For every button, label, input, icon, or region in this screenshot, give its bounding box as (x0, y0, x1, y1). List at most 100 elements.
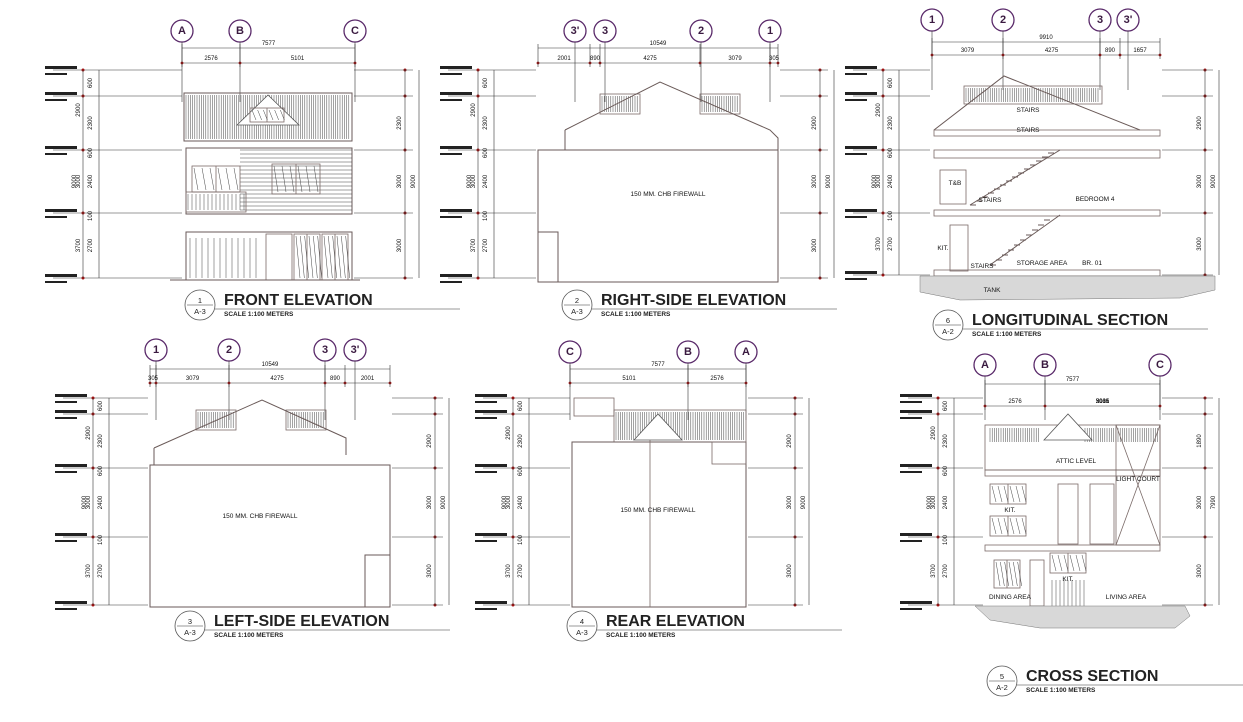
level-tag (55, 417, 77, 419)
garage-door (265, 233, 293, 281)
level-dimension: 3700 (931, 564, 937, 578)
level-tag (845, 153, 867, 155)
sheet-reference: A-3 (571, 307, 583, 316)
level-tag (900, 608, 922, 610)
grid-bubble-label: 3' (571, 25, 580, 37)
level-dimension: 2300 (943, 434, 949, 448)
level-dimension: 2400 (483, 174, 489, 188)
window-glazing (289, 165, 295, 193)
roof-strip (699, 93, 741, 115)
level-dimension: 100 (518, 534, 524, 545)
level-dimension: 2400 (98, 495, 104, 509)
level-dimension: 2300 (518, 434, 524, 448)
room-label: LIGHT COURT (1116, 476, 1160, 483)
firewall (537, 149, 779, 283)
window-glazing (305, 165, 311, 193)
level-dimension: 2700 (88, 238, 94, 252)
level-tag (845, 66, 877, 69)
slab (984, 469, 1161, 477)
level-tag (440, 209, 472, 212)
window-glazing (1021, 485, 1027, 503)
grid-bubble-label: A (742, 346, 750, 358)
window-glazing (281, 165, 287, 193)
level-tag (475, 464, 507, 467)
level-dimension: 600 (483, 147, 489, 158)
level-tag (475, 608, 497, 610)
window-glazing (257, 109, 262, 121)
front-elevation-body (170, 92, 360, 281)
room-label: KIT. (937, 245, 948, 252)
level-tag (475, 601, 507, 604)
segment-dimension: 2001 (361, 376, 375, 382)
level-tag (55, 401, 77, 403)
room-label: KIT. (1062, 576, 1073, 583)
roof-pitch (933, 75, 1141, 131)
drawing-scale: SCALE 1:100 METERS (214, 632, 284, 639)
level-dimension: 2700 (888, 237, 894, 251)
grid-bubble-label: B (1041, 359, 1049, 371)
level-dimension-right: 9000 (801, 495, 807, 509)
level-dimension-right: 3000 (787, 495, 793, 509)
ground-floor (185, 231, 353, 281)
grid-bubble-label: 2 (698, 25, 704, 37)
window-glazing (1063, 554, 1069, 572)
window-glazing (1069, 554, 1075, 572)
window-glazing (251, 109, 257, 121)
level-tag (45, 153, 67, 155)
firewall-step (364, 554, 391, 608)
grid-bubble-label: 3 (322, 344, 328, 356)
level-dimension: 2700 (518, 564, 524, 578)
drawing-scale: SCALE 1:100 METERS (606, 632, 676, 639)
level-dimension-right: 3000 (1197, 174, 1203, 188)
window-glazing (308, 235, 314, 279)
level-dimension: 3700 (876, 237, 882, 251)
gable-outline (564, 81, 779, 282)
window-glazing (1003, 485, 1009, 503)
right-side-elevation-body: 150 MM. CHB FIREWALL (537, 81, 779, 283)
grid-bubble-label: 1 (153, 344, 159, 356)
level-tag (900, 601, 932, 604)
level-dimension-right: 7990 (1211, 495, 1217, 509)
level-tag (900, 401, 922, 403)
level-tag (45, 66, 77, 69)
level-dimension: 3000 (86, 495, 92, 509)
level-tag (845, 146, 877, 149)
room-label: LIVING AREA (1106, 594, 1147, 601)
window-glazing (295, 235, 301, 279)
level-tag (55, 601, 87, 604)
grid-bubble-label: 3' (351, 344, 360, 356)
door (1057, 483, 1079, 545)
level-dimension: 600 (943, 400, 949, 411)
level-tag (900, 540, 922, 542)
level-dimension: 2700 (943, 564, 949, 578)
window-glazing (201, 167, 207, 191)
drawing-number: 3 (188, 617, 192, 626)
level-dimension: 2400 (888, 174, 894, 188)
level-tag (440, 73, 462, 75)
level-dimension: 3000 (506, 495, 512, 509)
window-glazing (297, 165, 303, 193)
level-tag (845, 278, 867, 280)
level-dimension-right: 3000 (427, 564, 433, 578)
level-tag (440, 274, 472, 277)
window-glazing (268, 109, 274, 121)
roof-strip (285, 409, 327, 431)
level-dimension: 9000 (872, 174, 878, 188)
level-dimension: 2900 (506, 426, 512, 440)
firewall-top (153, 448, 390, 466)
level-dimension-right: 3000 (427, 495, 433, 509)
light-court-cross (1115, 424, 1161, 546)
window-glazing (1075, 554, 1081, 572)
level-dimension: 600 (888, 77, 894, 88)
door (949, 224, 969, 272)
stair-stringer (989, 214, 1061, 266)
window-glazing (1000, 561, 1005, 587)
level-tag (845, 271, 877, 274)
window-glazing (997, 485, 1003, 503)
level-dimension-right: 2900 (787, 434, 793, 448)
segment-dimension: 305 (148, 376, 159, 382)
level-dimension: 3700 (506, 564, 512, 578)
level-tag (845, 73, 867, 75)
level-dimension: 3700 (86, 564, 92, 578)
